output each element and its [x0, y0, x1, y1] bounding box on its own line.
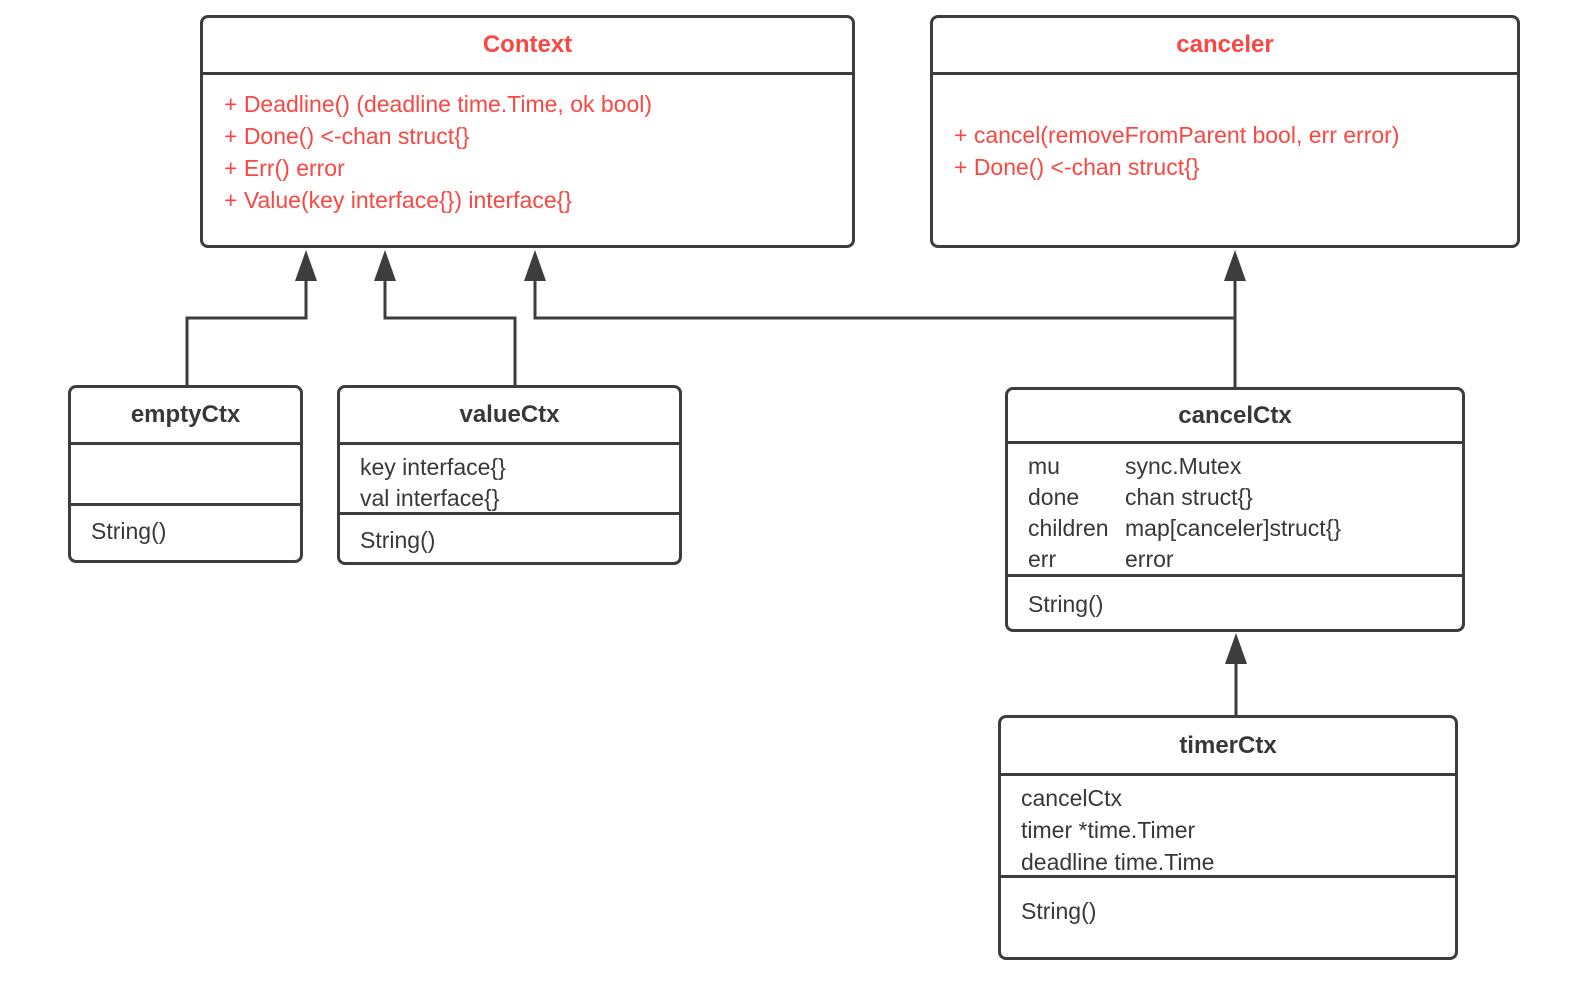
- attribute-type: chan struct{}: [1125, 484, 1253, 510]
- class-timerctx-title: timerCtx: [1001, 718, 1455, 776]
- attribute-line: children map[canceler]struct{}: [1028, 513, 1454, 544]
- class-canceler-methods: + cancel(removeFromParent bool, err erro…: [933, 75, 1517, 245]
- class-context: Context + Deadline() (deadline time.Time…: [200, 15, 855, 248]
- class-cancelctx-attributes: mu sync.Mutex done chan struct{} children m…: [1008, 444, 1462, 577]
- attribute-line: err error: [1028, 544, 1454, 574]
- class-context-methods: + Deadline() (deadline time.Time, ok boo…: [203, 75, 852, 245]
- class-timerctx: timerCtx cancelCtx timer *time.Timer dea…: [998, 715, 1458, 960]
- arrowhead-icon: [1225, 633, 1247, 664]
- method-line: String(): [360, 527, 436, 553]
- class-cancelctx-methods: String(): [1008, 577, 1462, 629]
- attribute-line: done chan struct{}: [1028, 482, 1454, 513]
- attribute-type: sync.Mutex: [1125, 453, 1242, 479]
- method-line: String(): [91, 518, 167, 544]
- attribute-name: mu: [1028, 453, 1060, 479]
- arrowhead-icon: [295, 250, 317, 281]
- arrowhead-icon: [1224, 250, 1246, 281]
- edge-emptyctx-to-context: [185, 278, 308, 385]
- class-valuectx: valueCtx key interface{} val interface{}…: [337, 385, 682, 565]
- method-line: + Err() error: [224, 155, 345, 181]
- class-valuectx-methods: String(): [340, 515, 679, 562]
- method-line: + Done() <-chan struct{}: [224, 123, 470, 149]
- arrowhead-icon: [524, 250, 546, 281]
- method-line: + Deadline() (deadline time.Time, ok boo…: [224, 91, 653, 117]
- edge-cancelctx-to-context: [533, 278, 1235, 320]
- edge-valuectx-to-context: [383, 278, 517, 385]
- class-canceler: canceler + cancel(removeFromParent bool,…: [930, 15, 1520, 248]
- method-line: String(): [1021, 898, 1097, 924]
- class-valuectx-title: valueCtx: [340, 388, 679, 445]
- class-timerctx-attributes: cancelCtx timer *time.Timer deadline tim…: [1001, 776, 1455, 878]
- attribute-line: mu sync.Mutex: [1028, 451, 1454, 482]
- class-timerctx-methods: String(): [1001, 878, 1455, 957]
- class-emptyctx: emptyCtx String(): [68, 385, 303, 563]
- attribute-line: val interface{}: [360, 485, 500, 511]
- class-context-title: Context: [203, 18, 852, 75]
- class-emptyctx-title: emptyCtx: [71, 388, 300, 445]
- attribute-line: timer *time.Timer: [1021, 817, 1196, 843]
- attribute-name: err: [1028, 546, 1057, 572]
- method-line: + cancel(removeFromParent bool, err erro…: [954, 122, 1400, 148]
- attribute-type: error: [1125, 546, 1174, 572]
- attribute-line: cancelCtx: [1021, 785, 1122, 811]
- class-cancelctx: cancelCtx mu sync.Mutex done chan struct{}…: [1005, 387, 1465, 632]
- attribute-line: key interface{}: [360, 454, 506, 480]
- attribute-type: map[canceler]struct{}: [1125, 515, 1342, 541]
- attribute-line: deadline time.Time: [1021, 849, 1215, 875]
- method-line: + Value(key interface{}) interface{}: [224, 187, 572, 213]
- attribute-name: children: [1028, 515, 1109, 541]
- method-line: + Done() <-chan struct{}: [954, 154, 1200, 180]
- class-canceler-title: canceler: [933, 18, 1517, 75]
- class-emptyctx-methods: String(): [71, 506, 300, 560]
- class-cancelctx-title: cancelCtx: [1008, 390, 1462, 444]
- arrowhead-icon: [374, 250, 396, 281]
- attribute-name: done: [1028, 484, 1080, 510]
- class-valuectx-attributes: key interface{} val interface{}: [340, 445, 679, 515]
- class-emptyctx-attributes: [71, 445, 300, 506]
- method-line: String(): [1028, 591, 1104, 617]
